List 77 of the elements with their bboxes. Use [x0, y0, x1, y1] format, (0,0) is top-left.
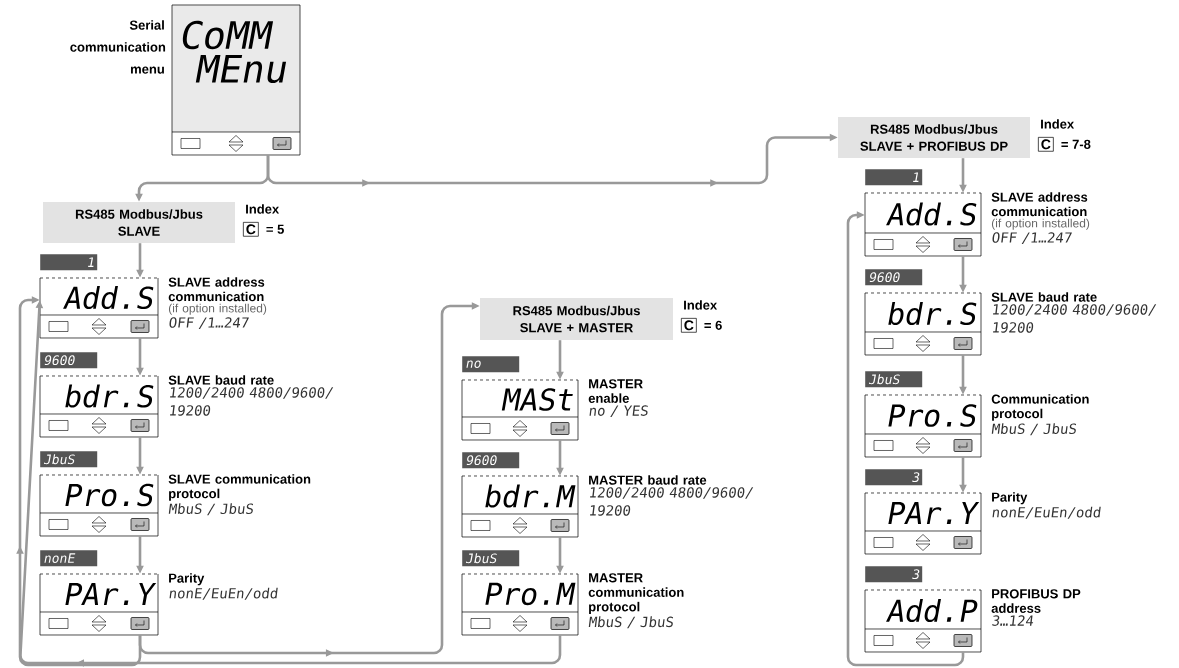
header-box: RS485 Modbus/Jbus SLAVE + MASTER [480, 298, 673, 340]
index-label: Index [684, 300, 718, 310]
header-box: RS485 Modbus/Jbus SLAVE [43, 202, 235, 243]
display-panel: Add.S [39, 277, 159, 339]
parameter-title: SLAVE address communication [168, 277, 265, 302]
value-range: 1200/2400 4800/9600/ 19200 [590, 487, 754, 516]
value-range: no / YES [589, 405, 648, 417]
node-label: PAr.Y [65, 583, 157, 605]
value-tag: JbuS [865, 371, 923, 388]
value-tag: 3 [865, 469, 923, 486]
value-tag: 1 [865, 169, 923, 186]
value-tag: 9600 [40, 352, 98, 369]
value-tag: JbuS [40, 451, 98, 468]
value-range: nonE/EuEn/odd [169, 587, 278, 600]
parameter-title: Parity [992, 492, 1028, 505]
parameter-title: Parity [169, 573, 205, 586]
node-label: PAr.Y [888, 502, 980, 524]
value-range: MbuS / JbuS [991, 423, 1077, 436]
value-range: MbuS / JbuS [168, 503, 254, 516]
display-panel: PAr.Y [864, 492, 982, 555]
display-panel: bdr.S [39, 375, 159, 438]
node-label: Add.S [886, 202, 977, 226]
display-panel: CoMM MEnu [171, 4, 301, 156]
index-label: Index [246, 204, 280, 214]
display-panel: bdr.M [461, 475, 579, 538]
value-tag: no [462, 356, 520, 373]
node-label: bdr.S [888, 301, 977, 326]
parameter-title: Communication protocol [991, 394, 1089, 421]
index-value: = 6 [704, 320, 722, 330]
parameter-title: SLAVE baud rate [991, 292, 1097, 302]
node-label: bdr.M [485, 484, 576, 508]
value-tag: 9600 [462, 452, 520, 469]
index-value: = 5 [266, 224, 284, 234]
header-box: RS485 Modbus/Jbus SLAVE + PROFIBUS DP [838, 117, 1030, 158]
parameter-title: MASTER communication protocol [588, 573, 684, 614]
parameter-title: SLAVE address communication [991, 192, 1088, 217]
value-range: 1200/2400 4800/9600/ 19200 [170, 387, 334, 416]
value-tag: nonE [40, 550, 98, 567]
index-key: C [681, 318, 697, 333]
value-range: nonE/EuEn/odd [992, 506, 1101, 519]
parameter-title: SLAVE baud rate [168, 375, 274, 385]
display-panel: Add.P [864, 589, 982, 653]
display-panel: Pro.S [39, 474, 159, 537]
node-label: Pro.M [485, 582, 576, 606]
caption-text: Serial communication menu [70, 20, 166, 74]
index-label: Index [1041, 119, 1075, 129]
index-value: = 7-8 [1061, 139, 1091, 149]
value-range: MbuS / JbuS [588, 616, 674, 629]
parameter-title: MASTER baud rate [589, 475, 707, 485]
display-panel: PAr.Y [39, 573, 159, 636]
display-panel: Pro.M [461, 573, 579, 636]
value-tag: 3 [865, 566, 923, 583]
display-panel: MASt [461, 379, 579, 441]
value-range: OFF /1…247 [169, 317, 249, 329]
value-range: 3…124 [992, 615, 1034, 626]
node-label: Add.P [886, 598, 978, 623]
value-tag: JbuS [462, 550, 520, 567]
node-label: Pro.S [888, 404, 977, 427]
index-key: C [1038, 137, 1054, 152]
display-panel: Pro.S [864, 394, 982, 458]
arrow [16, 296, 142, 667]
node-label: Add.S [63, 285, 154, 310]
value-range: 1200/2400 4800/9600/ 19200 [993, 304, 1157, 333]
index-key: C [243, 222, 259, 237]
parameter-title: PROFIBUS DP address [991, 589, 1081, 613]
note-text: (if option installed) [991, 218, 1090, 230]
node-label: MASt [501, 388, 573, 411]
display-panel: Add.S [864, 192, 982, 257]
value-tag: 1 [40, 254, 98, 271]
node-label: bdr.S [65, 384, 154, 408]
parameter-title: SLAVE communication protocol [168, 474, 311, 501]
note-text: (if option installed) [168, 303, 267, 315]
node-label: Pro.S [65, 483, 154, 507]
value-range: OFF /1…247 [992, 232, 1072, 244]
value-tag: 9600 [865, 269, 923, 286]
parameter-title: MASTER enable [588, 379, 643, 403]
display-panel: bdr.S [864, 292, 982, 356]
